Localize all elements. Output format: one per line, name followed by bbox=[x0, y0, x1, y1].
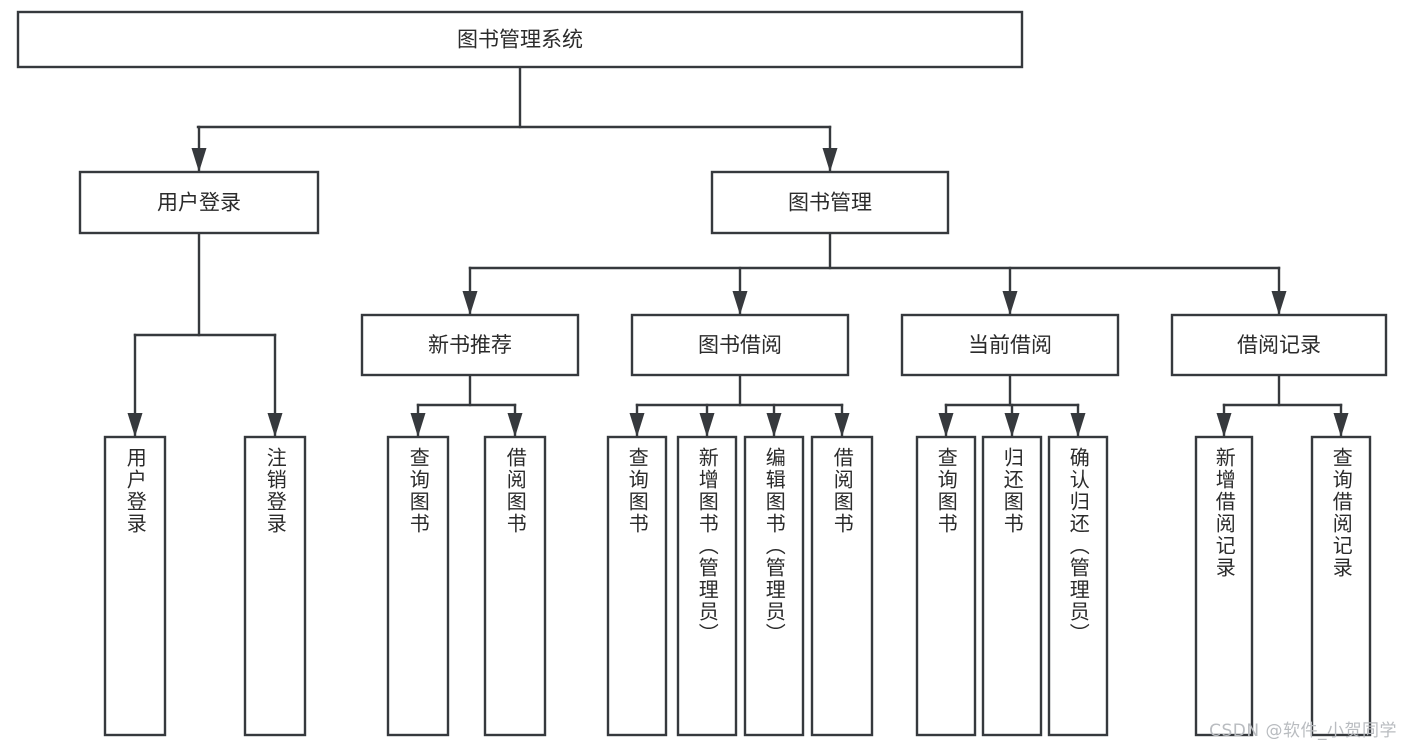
node-leaf-0[interactable] bbox=[103, 435, 167, 737]
node-leaf-7[interactable] bbox=[810, 435, 874, 737]
current-to-leaves-arrow-0 bbox=[938, 413, 954, 437]
node-level1-0[interactable] bbox=[78, 170, 320, 235]
node-leaf-12[interactable] bbox=[1310, 435, 1372, 737]
node-root[interactable] bbox=[16, 10, 1024, 69]
newbook-to-leaves-arrow-0 bbox=[410, 413, 426, 437]
record-to-leaves-arrow-0 bbox=[1216, 413, 1232, 437]
node-leaf-4[interactable] bbox=[606, 435, 668, 737]
connector-layer bbox=[127, 65, 1349, 438]
node-level2-label-0: 新书推荐 bbox=[428, 333, 512, 357]
node-leaf-9[interactable] bbox=[981, 435, 1043, 737]
node-leaf-6[interactable] bbox=[743, 435, 805, 737]
root-to-level1-arrow-0 bbox=[191, 148, 207, 172]
node-leaf-8[interactable] bbox=[915, 435, 977, 737]
node-level2-1[interactable] bbox=[630, 313, 850, 377]
node-root-label: 图书管理系统 bbox=[457, 28, 583, 52]
node-level2-0[interactable] bbox=[360, 313, 580, 377]
node-leaf-2[interactable] bbox=[386, 435, 450, 737]
bookmgmt-to-level2-arrow-0 bbox=[462, 291, 478, 315]
node-box-layer bbox=[16, 10, 1388, 737]
borrow-to-leaves-arrow-0 bbox=[629, 413, 645, 437]
node-level1-1[interactable] bbox=[710, 170, 950, 235]
node-level2-3[interactable] bbox=[1170, 313, 1388, 377]
root-to-level1-arrow-1 bbox=[822, 148, 838, 172]
node-level1-label-1: 图书管理 bbox=[788, 191, 872, 215]
node-leaf-1[interactable] bbox=[243, 435, 307, 737]
bookmgmt-to-level2-arrow-1 bbox=[732, 291, 748, 315]
current-to-leaves-arrow-1 bbox=[1004, 413, 1020, 437]
node-level2-2[interactable] bbox=[900, 313, 1120, 377]
userlogin-to-leaves-arrow-1 bbox=[267, 413, 283, 437]
borrow-to-leaves-arrow-1 bbox=[699, 413, 715, 437]
node-level2-label-1: 图书借阅 bbox=[698, 333, 782, 357]
borrow-to-leaves-arrow-3 bbox=[834, 413, 850, 437]
node-leaf-3[interactable] bbox=[483, 435, 547, 737]
bookmgmt-to-level2-arrow-3 bbox=[1271, 291, 1287, 315]
bookmgmt-to-level2-arrow-2 bbox=[1002, 291, 1018, 315]
borrow-to-leaves-arrow-2 bbox=[766, 413, 782, 437]
current-to-leaves-arrow-2 bbox=[1070, 413, 1086, 437]
node-level1-label-0: 用户登录 bbox=[157, 191, 241, 215]
node-level2-label-2: 当前借阅 bbox=[968, 333, 1052, 357]
node-leaf-11[interactable] bbox=[1194, 435, 1254, 737]
node-leaf-10[interactable] bbox=[1047, 435, 1109, 737]
record-to-leaves-arrow-1 bbox=[1333, 413, 1349, 437]
newbook-to-leaves-arrow-1 bbox=[507, 413, 523, 437]
userlogin-to-leaves-arrow-0 bbox=[127, 413, 143, 437]
watermark-text: CSDN @软件_小贺同学 bbox=[1209, 721, 1397, 741]
node-level2-label-3: 借阅记录 bbox=[1237, 333, 1321, 357]
node-leaf-5[interactable] bbox=[676, 435, 738, 737]
